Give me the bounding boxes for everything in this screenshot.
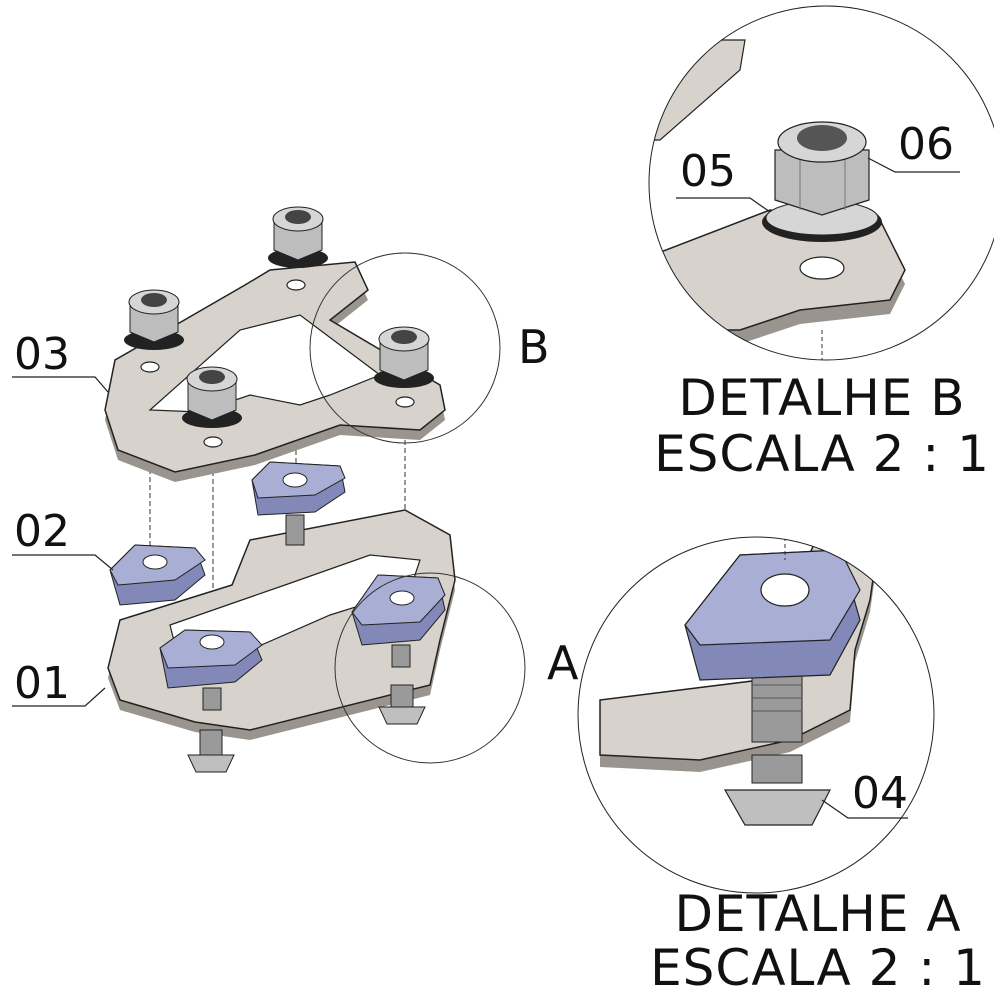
detail-b-view bbox=[648, 5, 994, 361]
detail-b-title: DETALHE B bbox=[678, 369, 966, 427]
screw-1 bbox=[187, 729, 235, 773]
detail-circle-a bbox=[334, 572, 526, 764]
t-nut-2 bbox=[251, 461, 346, 546]
balloon-01: 01 bbox=[14, 658, 70, 709]
balloon-03: 03 bbox=[14, 329, 70, 380]
leader-lines bbox=[12, 376, 114, 707]
detail-a-title: DETALHE A bbox=[674, 885, 962, 943]
screw-2 bbox=[378, 684, 426, 725]
detail-circle-b bbox=[309, 252, 501, 444]
screw-set bbox=[187, 684, 426, 773]
balloon-05: 05 bbox=[680, 146, 736, 197]
t-nut-set bbox=[109, 461, 446, 711]
t-nut-3 bbox=[159, 629, 263, 711]
detail-letter-a: A bbox=[547, 636, 579, 690]
detail-letter-b: B bbox=[518, 320, 550, 374]
top-nut-3 bbox=[182, 366, 242, 428]
detail-a-scale: ESCALA 2 : 1 bbox=[650, 939, 986, 997]
detail-a-view bbox=[577, 536, 935, 894]
top-nut-4 bbox=[374, 326, 434, 388]
exploded-assembly-view bbox=[12, 206, 526, 773]
top-nut-2 bbox=[268, 206, 328, 268]
t-nut-4 bbox=[351, 574, 446, 668]
balloon-06: 06 bbox=[898, 119, 954, 170]
t-nut-1 bbox=[109, 544, 206, 606]
balloon-04: 04 bbox=[852, 768, 908, 819]
top-nut-1 bbox=[124, 289, 184, 350]
nut-and-washer-set bbox=[124, 206, 434, 428]
screw-04 bbox=[723, 789, 831, 826]
detail-b-scale: ESCALA 2 : 1 bbox=[654, 425, 990, 483]
balloon-02: 02 bbox=[14, 506, 70, 557]
